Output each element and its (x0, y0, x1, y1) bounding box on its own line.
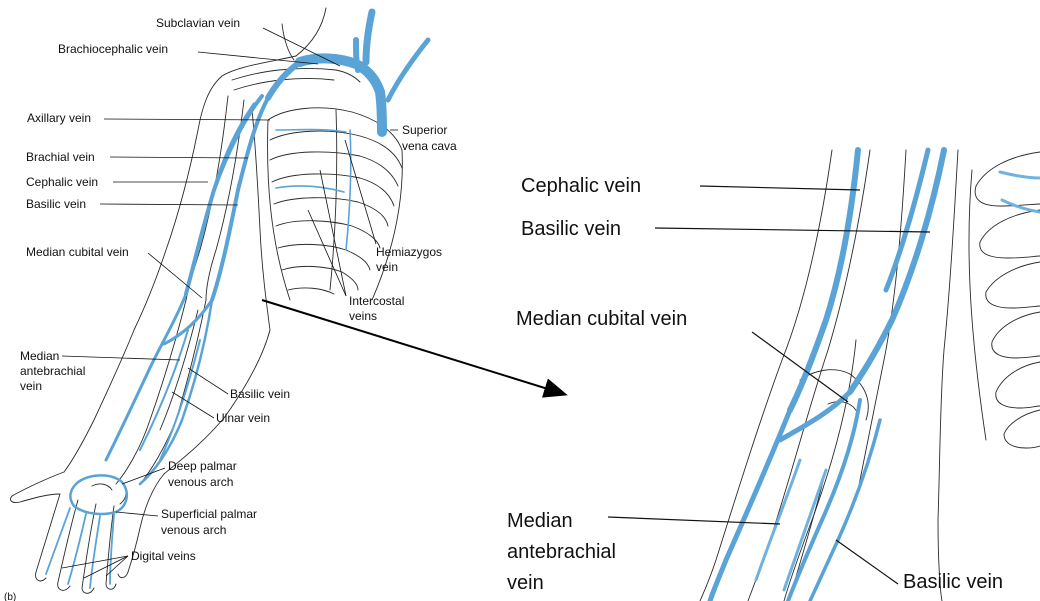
label-median-antebrachial-2: antebrachial (20, 364, 85, 378)
zoom-label-median-cubital-vein: Median cubital vein (516, 308, 687, 330)
label-brachiocephalic-vein: Brachiocephalic vein (58, 42, 168, 56)
label-median-antebrachial-1: Median (20, 349, 59, 363)
label-basilic-vein-forearm: Basilic vein (230, 387, 290, 401)
zoom-label-median-antebrachial-2: antebrachial (507, 541, 616, 563)
label-hemiazygos-2: vein (376, 260, 398, 274)
label-subclavian-vein: Subclavian vein (156, 16, 240, 30)
panel-marker: (b) (4, 592, 16, 601)
label-cephalic-vein: Cephalic vein (26, 175, 98, 189)
label-deep-palmar-2: venous arch (168, 475, 233, 489)
hand (10, 472, 164, 593)
label-median-cubital-vein: Median cubital vein (26, 245, 129, 259)
label-superficial-palmar-2: venous arch (161, 523, 226, 537)
label-median-antebrachial-3: vein (20, 379, 42, 393)
label-axillary-vein: Axillary vein (27, 111, 91, 125)
label-ulnar-vein: Ulnar vein (216, 411, 270, 425)
zoom-label-basilic-vein-forearm: Basilic vein (903, 571, 1003, 593)
label-deep-palmar-1: Deep palmar (168, 459, 237, 473)
zoom-label-cephalic-vein: Cephalic vein (521, 175, 641, 197)
zoom-labels: Cephalic vein Basilic vein Median cubita… (507, 175, 1003, 594)
zoom-label-basilic-vein: Basilic vein (521, 218, 621, 240)
label-superior-vena-cava-2: vena cava (402, 139, 457, 153)
label-superior-vena-cava-1: Superior (402, 123, 447, 137)
zoomed-forearm-drawing (700, 150, 1040, 601)
rib-cage-zoom (969, 152, 1040, 448)
label-superficial-palmar-1: Superficial palmar (161, 507, 257, 521)
label-intercostal-1: Intercostal (349, 294, 404, 308)
label-digital-veins: Digital veins (131, 549, 196, 563)
zoom-label-median-antebrachial-1: Median (507, 510, 573, 532)
label-hemiazygos-1: Hemiazygos (376, 245, 442, 259)
label-intercostal-2: veins (349, 309, 377, 323)
label-brachial-vein: Brachial vein (26, 150, 95, 164)
label-basilic-vein: Basilic vein (26, 197, 86, 211)
veins-zoom (710, 150, 944, 601)
zoom-label-median-antebrachial-3: vein (507, 572, 544, 594)
left-labels: Subclavian vein Brachiocephalic vein Axi… (4, 16, 457, 601)
